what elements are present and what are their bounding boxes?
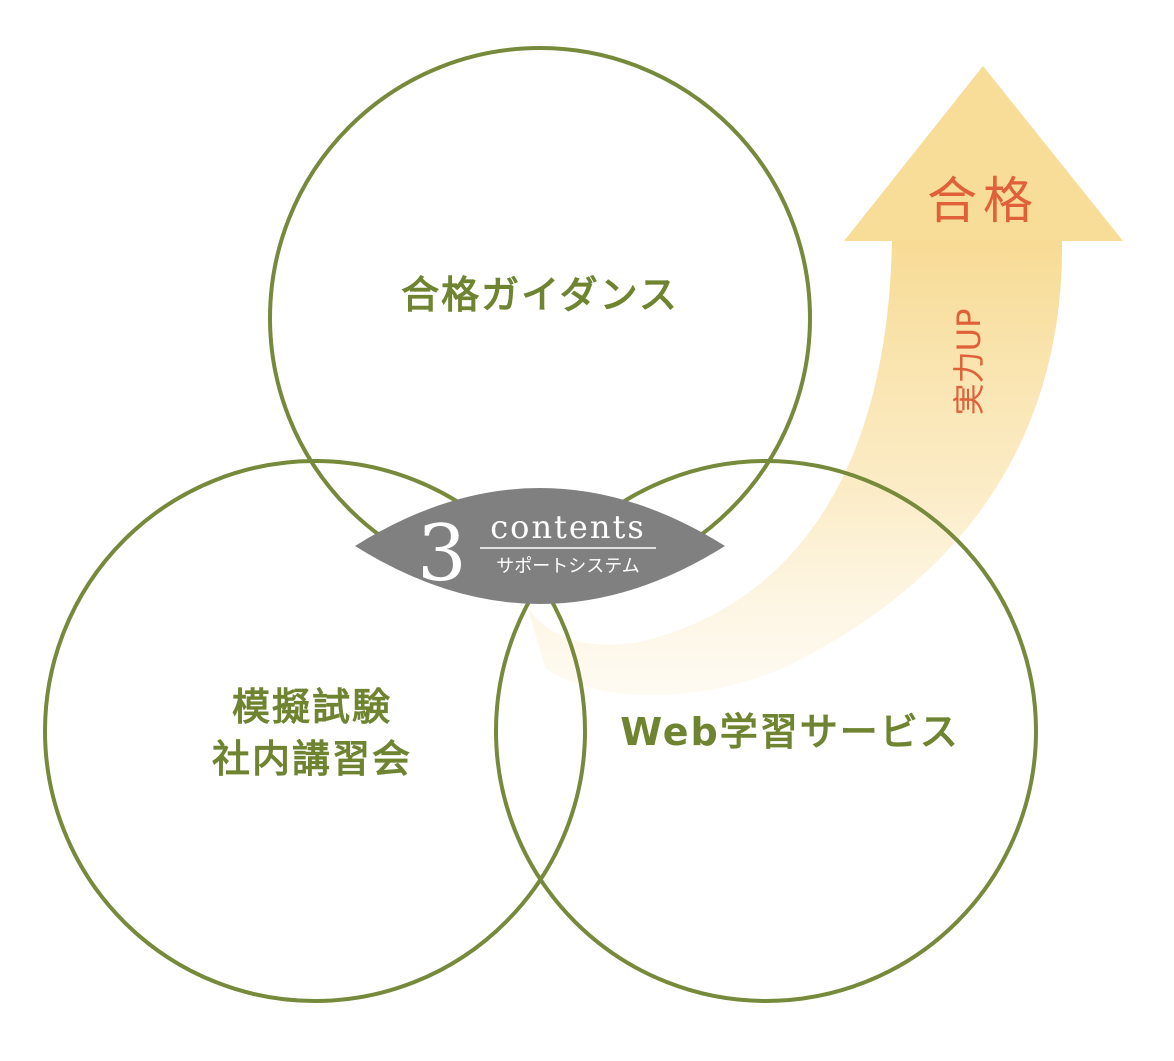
circle-right: [494, 459, 1038, 1003]
badge-shape: [355, 488, 725, 604]
arrow-head: [844, 66, 1123, 241]
badge-word: contents: [490, 508, 645, 546]
circle-left-label-line2: 社内講習会: [212, 737, 412, 781]
growth-arrow: [528, 66, 1123, 696]
arrow-shaft: [528, 241, 1063, 696]
arrow-shaft-label: 実力UP: [950, 309, 988, 416]
circle-top-label: 合格ガイダンス: [401, 273, 679, 317]
badge-subtitle: サポートシステム: [496, 556, 639, 577]
center-badge: 3 contents サポートシステム: [355, 488, 725, 604]
circle-right-label: Web学習サービス: [620, 710, 960, 754]
circle-left-label-line1: 模擬試験: [232, 685, 392, 729]
arrow-head-label: 合格: [927, 172, 1039, 230]
badge-number: 3: [417, 509, 467, 599]
circle-left: [43, 459, 587, 1003]
